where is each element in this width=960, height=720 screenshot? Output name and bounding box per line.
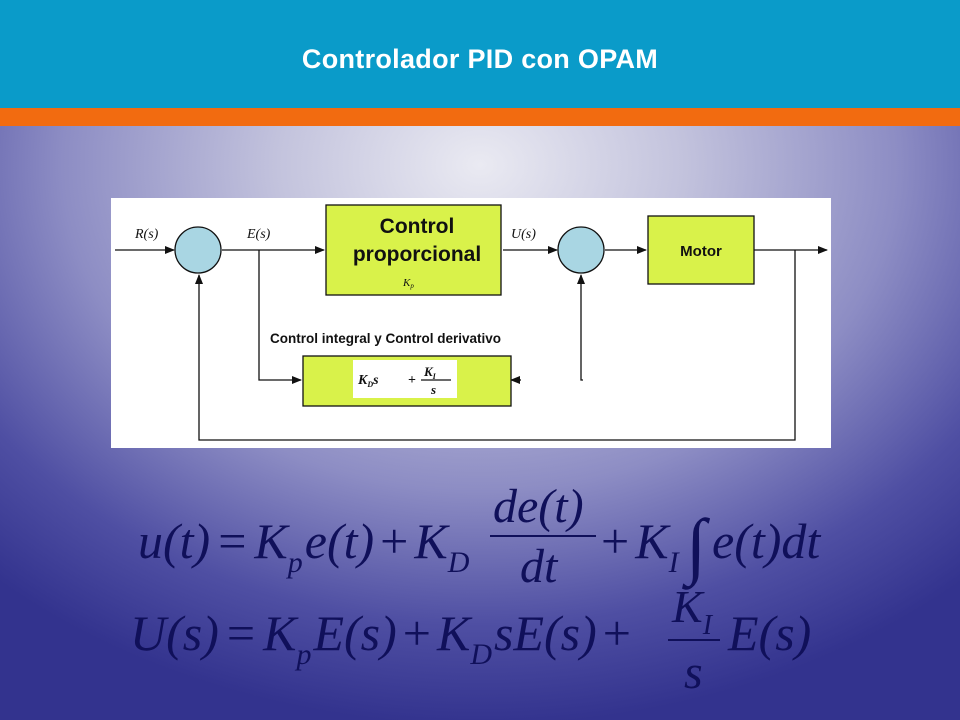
eq1-integral-part: +KI <box>601 513 681 579</box>
eq2-ki: KI <box>671 588 714 641</box>
id-formula-box <box>353 360 457 398</box>
eq2-denominator: s <box>684 646 703 699</box>
proportional-gain: Kp <box>402 277 414 290</box>
proportional-line2: proporcional <box>353 243 481 266</box>
id-caption: Control integral y Control derivativo <box>270 331 501 346</box>
id-kd: KDs <box>357 373 379 389</box>
block-diagram: Control proporcional Kp Motor Control in… <box>111 198 831 448</box>
feedback-line <box>195 250 796 441</box>
control-label: U(s) <box>511 227 536 242</box>
id-den: s <box>430 382 436 397</box>
laplace-domain-equation: U(s)=KpE(s)+KDsE(s)+ KI s E(s) <box>130 588 811 699</box>
id-plus: + <box>408 373 416 388</box>
eq1-denominator: dt <box>520 540 559 590</box>
eq1-numerator: de(t) <box>493 480 584 533</box>
control-summer <box>557 226 605 274</box>
time-domain-equation: u(t)=Kpe(t)+KD de(t) dt +KI ∫ e(t)dt <box>138 480 821 590</box>
slide-title: Controlador PID con OPAM <box>301 44 659 74</box>
eq1-integrand: e(t)dt <box>712 513 821 569</box>
accent-stripe <box>0 108 960 126</box>
error-branch-line <box>258 250 302 384</box>
motor-label: Motor <box>680 243 722 260</box>
eq2-main: U(s)=KpE(s)+KDsE(s)+ <box>130 605 631 671</box>
eq1-integral-sign: ∫ <box>682 505 711 590</box>
input-summer <box>174 226 222 274</box>
motor-block <box>647 215 755 285</box>
eq2-tail: E(s) <box>727 605 811 661</box>
title-bar <box>0 0 960 108</box>
id-output-line <box>577 274 585 381</box>
proportional-line1: Control <box>380 215 455 238</box>
id-ki: KI <box>423 364 437 381</box>
input-label: R(s) <box>134 227 159 242</box>
eq1-main: u(t)=Kpe(t)+KD <box>138 513 470 579</box>
proportional-block <box>325 204 502 296</box>
error-label: E(s) <box>246 227 271 242</box>
